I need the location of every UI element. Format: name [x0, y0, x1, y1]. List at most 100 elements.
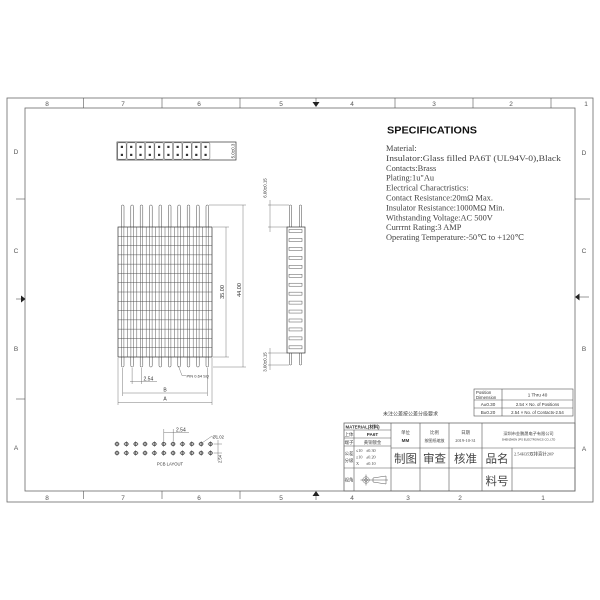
pin-note-leader [178, 365, 186, 376]
spec-line: Operating Temperature:-50℃ to +120℃ [386, 233, 524, 242]
pin-square-icon [120, 145, 123, 148]
pcb-hole-icon [161, 441, 167, 447]
spec-line: Withstanding Voltage:AC 500V [386, 213, 493, 222]
table-row-formula: 2.54 × No. of Contacts-2.54 [511, 410, 564, 415]
table-row-label: B±0.20 [481, 410, 496, 415]
left-zone-ticks [16, 198, 25, 400]
spec-line: Insulator:Glass filled PA6T (UL94V-0),Bl… [386, 154, 562, 163]
pin-square-icon [167, 153, 170, 156]
material-row-value: 黄铜镀金 [364, 439, 382, 446]
pin-square-icon [139, 145, 142, 148]
pcb-hole-icon [133, 450, 139, 456]
dim-total-height-label: 44.00 [237, 283, 243, 297]
top-view-cells [117, 142, 211, 160]
pcb-hole-icon [114, 441, 120, 447]
pcb-hole-icon [142, 441, 148, 447]
table-row-formula: 2.54 × No. of Positions [516, 402, 559, 407]
side-slot [288, 345, 303, 350]
top-view-cell [173, 142, 183, 160]
title-block-border [343, 422, 576, 492]
date-label: 日期 [461, 430, 470, 436]
dim-top-pin-label: 6.00±0.15 [263, 178, 268, 198]
zone-col-label: 5 [279, 495, 283, 502]
front-pin-top [205, 204, 209, 230]
pcb-hole-icon [198, 441, 204, 447]
zone-row-label: B [14, 346, 18, 353]
dim-pcb-pitch-v-label: 2.54 [218, 454, 223, 463]
drawn-by-label: 制图 [394, 452, 417, 466]
pcb-layout-title: PCB LAYOUT [157, 462, 184, 467]
tolerance-range: ≤10 [356, 455, 363, 460]
side-slot [288, 336, 303, 341]
bottom-center-arrow-icon [312, 491, 320, 500]
pcb-hole-icon [133, 441, 139, 447]
pin-square-icon [158, 153, 161, 156]
tolerance-label: 公差 [345, 450, 354, 456]
side-slot [288, 327, 303, 332]
product-name-value: 2.54H35双排直针20P [514, 451, 554, 458]
material-row-label: 上体 [345, 431, 354, 438]
spec-line: Electrical Charactristics: [386, 184, 469, 193]
spec-line: Insulator Resistance:1000MΩ Min. [386, 203, 505, 212]
pin-square-icon [148, 145, 151, 148]
top-view: 5.0±0.3 [116, 141, 237, 161]
drawing-frame: 8 7 6 5 4 3 2 1 8 7 6 5 4 3 2 1 D [6, 97, 594, 503]
dim-pitch-label: 2.54 [144, 377, 154, 383]
dim-b-label: B [163, 388, 167, 394]
scale-label: 比例 [430, 429, 439, 436]
zone-col-label: 6 [197, 101, 201, 108]
scale-value: 按图纸缩放 [425, 437, 445, 443]
right-center-arrow-icon [575, 293, 589, 301]
front-pin-top [158, 204, 162, 230]
outer-border [6, 97, 594, 503]
zone-col-label: 3 [406, 495, 410, 502]
zone-col-label: 7 [121, 101, 125, 108]
dim-total-height [209, 204, 246, 368]
material-row-value: PA6T [367, 432, 379, 437]
spec-line: Plating:1u"Au [386, 174, 435, 183]
company-name-cn: 深圳市金鹏晟电子有限公司 [503, 430, 553, 437]
spec-line: Material: [386, 144, 417, 153]
pin-square-icon [158, 145, 161, 148]
side-slot [288, 318, 303, 323]
hole-leader [201, 435, 213, 444]
zone-col-label: 8 [45, 495, 49, 502]
front-view-grid [118, 227, 212, 357]
dimension-table: Position Dimension 1 Thru 40 A±0.30 2.54… [473, 388, 574, 417]
side-pin-top [299, 204, 302, 230]
specifications-title: SPECIFICATIONS [387, 125, 477, 137]
top-zone-ticks [83, 98, 552, 108]
side-slot [288, 300, 303, 305]
side-slot [288, 265, 303, 269]
dim-top-pin [268, 200, 289, 232]
unit-label: 单位 [401, 429, 410, 436]
dim-a [117, 358, 213, 405]
side-view: 6.00±0.15 3.00±0.15 [263, 178, 306, 372]
approved-by-label: 核准 [454, 452, 477, 466]
pcb-hole-icon [198, 450, 204, 456]
top-view-cell [126, 142, 136, 160]
hole-diameter-label: Ø1.02 [213, 435, 225, 440]
product-name-label: 品名 [486, 452, 509, 466]
pin-square-icon [204, 153, 207, 156]
tolerance-value: ±0.20 [366, 455, 376, 460]
top-view-cell [163, 142, 173, 160]
zone-col-label: 4 [350, 101, 354, 108]
pin-square-icon [195, 145, 198, 148]
zone-row-label: A [14, 445, 19, 452]
tolerance-value: ±0.30 [366, 448, 376, 453]
top-view-cell [182, 142, 192, 160]
tolerance-range: X [356, 461, 359, 466]
spec-line: Contacts:Brass [386, 164, 436, 173]
top-center-arrow-icon [312, 98, 320, 107]
pin-square-icon [120, 153, 123, 156]
dim-body-height [213, 226, 229, 358]
side-slot [288, 309, 303, 314]
spec-line: Currrnt Rating:3 AMP [386, 223, 462, 232]
table-header-label: Dimension [476, 395, 497, 400]
zone-col-label: 1 [541, 495, 545, 502]
zone-col-label: 8 [45, 101, 49, 108]
pin-square-icon [185, 145, 189, 148]
table-header-label: Position [476, 390, 492, 395]
